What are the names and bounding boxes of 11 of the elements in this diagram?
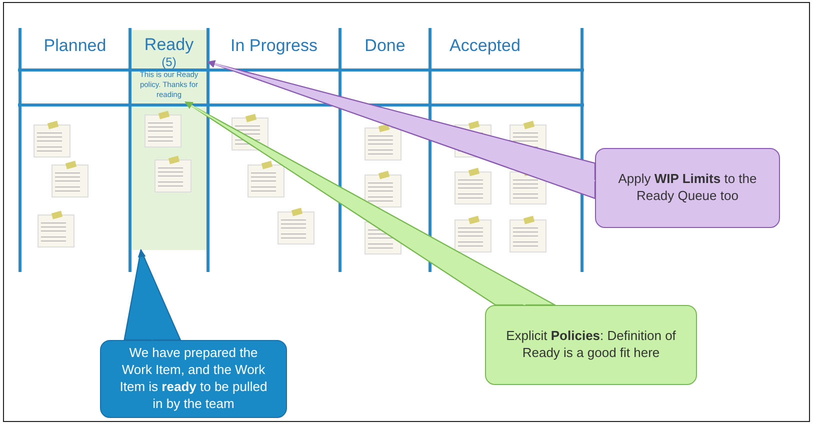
- column-header: In Progress: [230, 36, 318, 56]
- callout-text: Explicit Policies: Definition of Ready is a good fit here: [505, 328, 677, 362]
- callout-box: [485, 305, 697, 385]
- callout-text: We have prepared the Work Item, and the Work Item is ready to be pulled in by the team: [118, 345, 268, 413]
- wip-limit: (5): [160, 55, 178, 69]
- callout-text: Apply WIP Limits to the Ready Queue too: [617, 171, 758, 205]
- column-header: Accepted: [448, 36, 522, 56]
- column-header: Ready: [143, 35, 195, 55]
- callout-box: [595, 148, 780, 228]
- column-header: Planned: [42, 36, 108, 56]
- column-header: Done: [364, 36, 406, 56]
